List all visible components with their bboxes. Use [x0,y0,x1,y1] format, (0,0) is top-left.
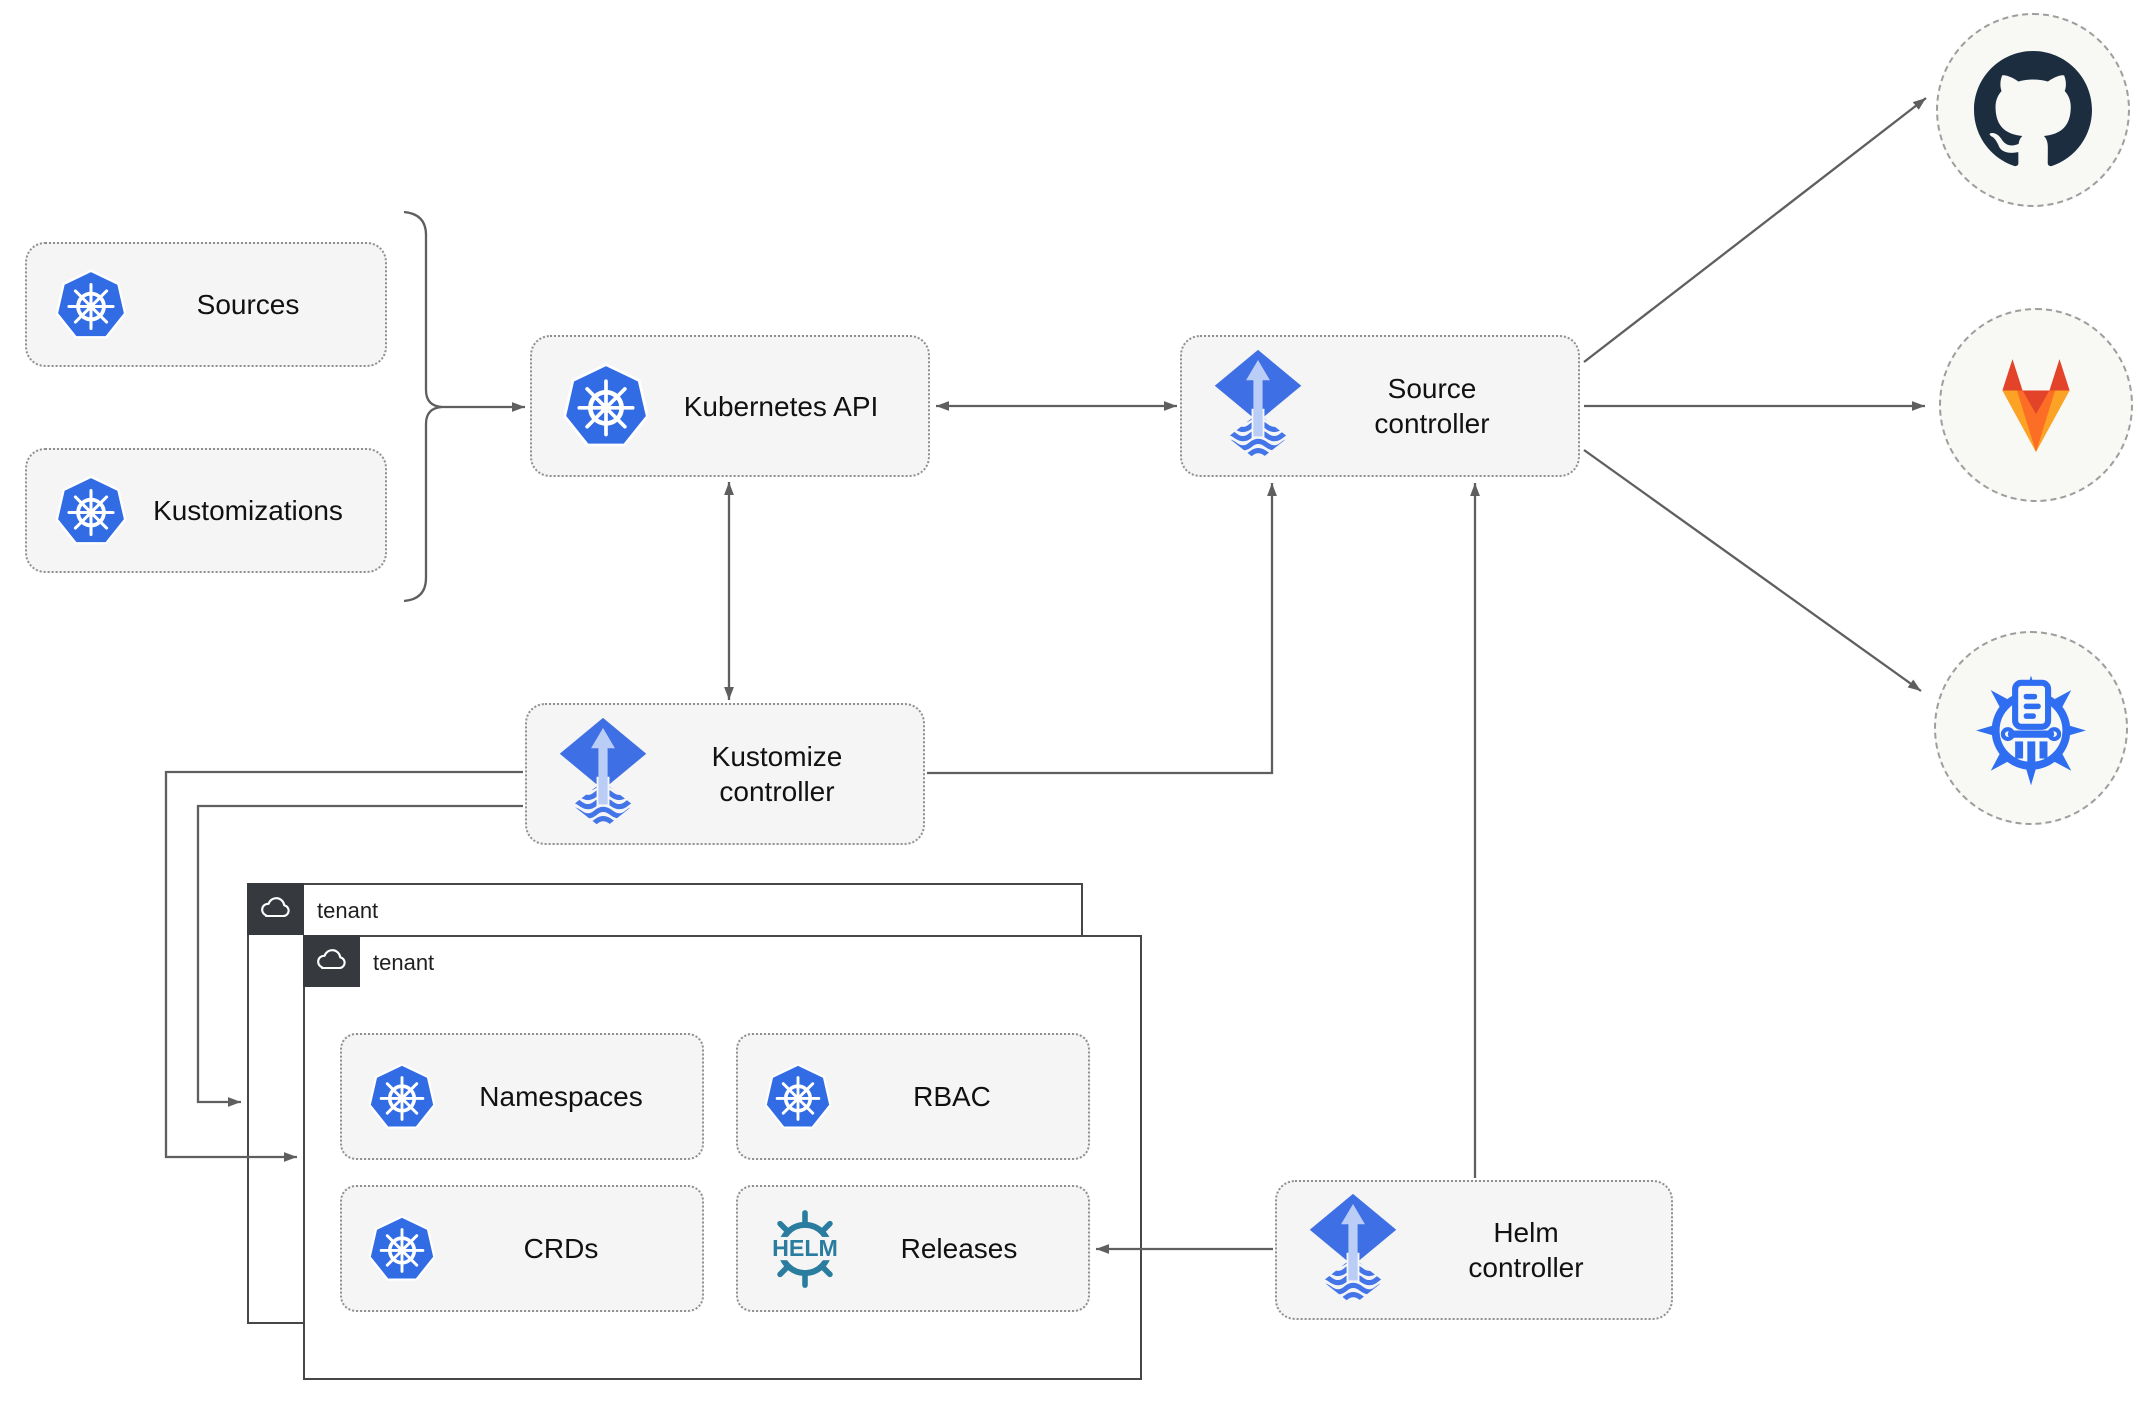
node-rbac: RBAC [736,1033,1090,1160]
node-label: Helm controller [1399,1215,1671,1285]
node-label: Sources [196,289,300,320]
kubernetes-icon [366,1061,438,1133]
helm-icon-text: HELM [772,1234,838,1260]
node-label-line1: Kustomize [711,741,843,772]
tenant-header [302,934,360,987]
helm-icon: HELM [762,1206,848,1292]
node-kustomize-controller: Kustomize controller [525,703,925,845]
node-label: CRDs [523,1233,599,1264]
node-label: Source controller [1304,371,1578,441]
node-label: Kustomizations [153,495,343,526]
node-source-controller: Source controller [1180,335,1580,477]
cloud-icon [258,895,292,922]
node-label-line2: controller [719,776,835,807]
node-helm-controller: Helm controller [1275,1180,1673,1320]
kubernetes-icon [366,1213,438,1285]
node-kubernetes-api: Kubernetes API [530,335,930,477]
arrow-source-to-github [1583,97,1927,363]
brace-sources-group [403,210,443,603]
tenant-label: tenant [317,898,379,923]
node-kustomizations: Kustomizations [25,448,387,573]
node-label: Kubernetes API [683,390,879,422]
node-label-line2: controller [1374,408,1490,439]
node-label: Kustomize controller [649,739,923,809]
node-crds: CRDs [340,1185,704,1312]
cloud-icon [314,947,348,974]
node-namespaces: Namespaces [340,1033,704,1160]
node-label: Releases [900,1233,1018,1264]
node-label-line1: Helm [1493,1217,1559,1248]
flux-icon [1212,348,1304,464]
kubernetes-icon [762,1061,834,1133]
node-label-line1: Source [1387,373,1477,404]
tenant-header [246,882,304,935]
kubernetes-icon [53,473,129,549]
kubernetes-icon [560,360,652,452]
arrow-source-to-harbor [1583,449,1922,692]
endpoint-harbor [1934,631,2128,825]
tenant-label: tenant [373,950,435,975]
flux-icon [1307,1192,1399,1308]
node-label: RBAC [913,1081,991,1112]
node-sources: Sources [25,242,387,367]
endpoint-github [1936,13,2130,207]
gitlab-icon [1980,353,2092,457]
arrow-kustomize-to-source [927,483,1277,775]
kubernetes-icon [53,267,129,343]
node-label-line2: controller [1468,1252,1584,1283]
flux-icon [557,716,649,832]
github-icon [1974,51,2092,169]
harbor-registry-icon [1970,667,2092,789]
node-label: Namespaces [479,1081,643,1112]
endpoint-gitlab [1939,308,2133,502]
node-releases: HELM Releases [736,1185,1090,1312]
